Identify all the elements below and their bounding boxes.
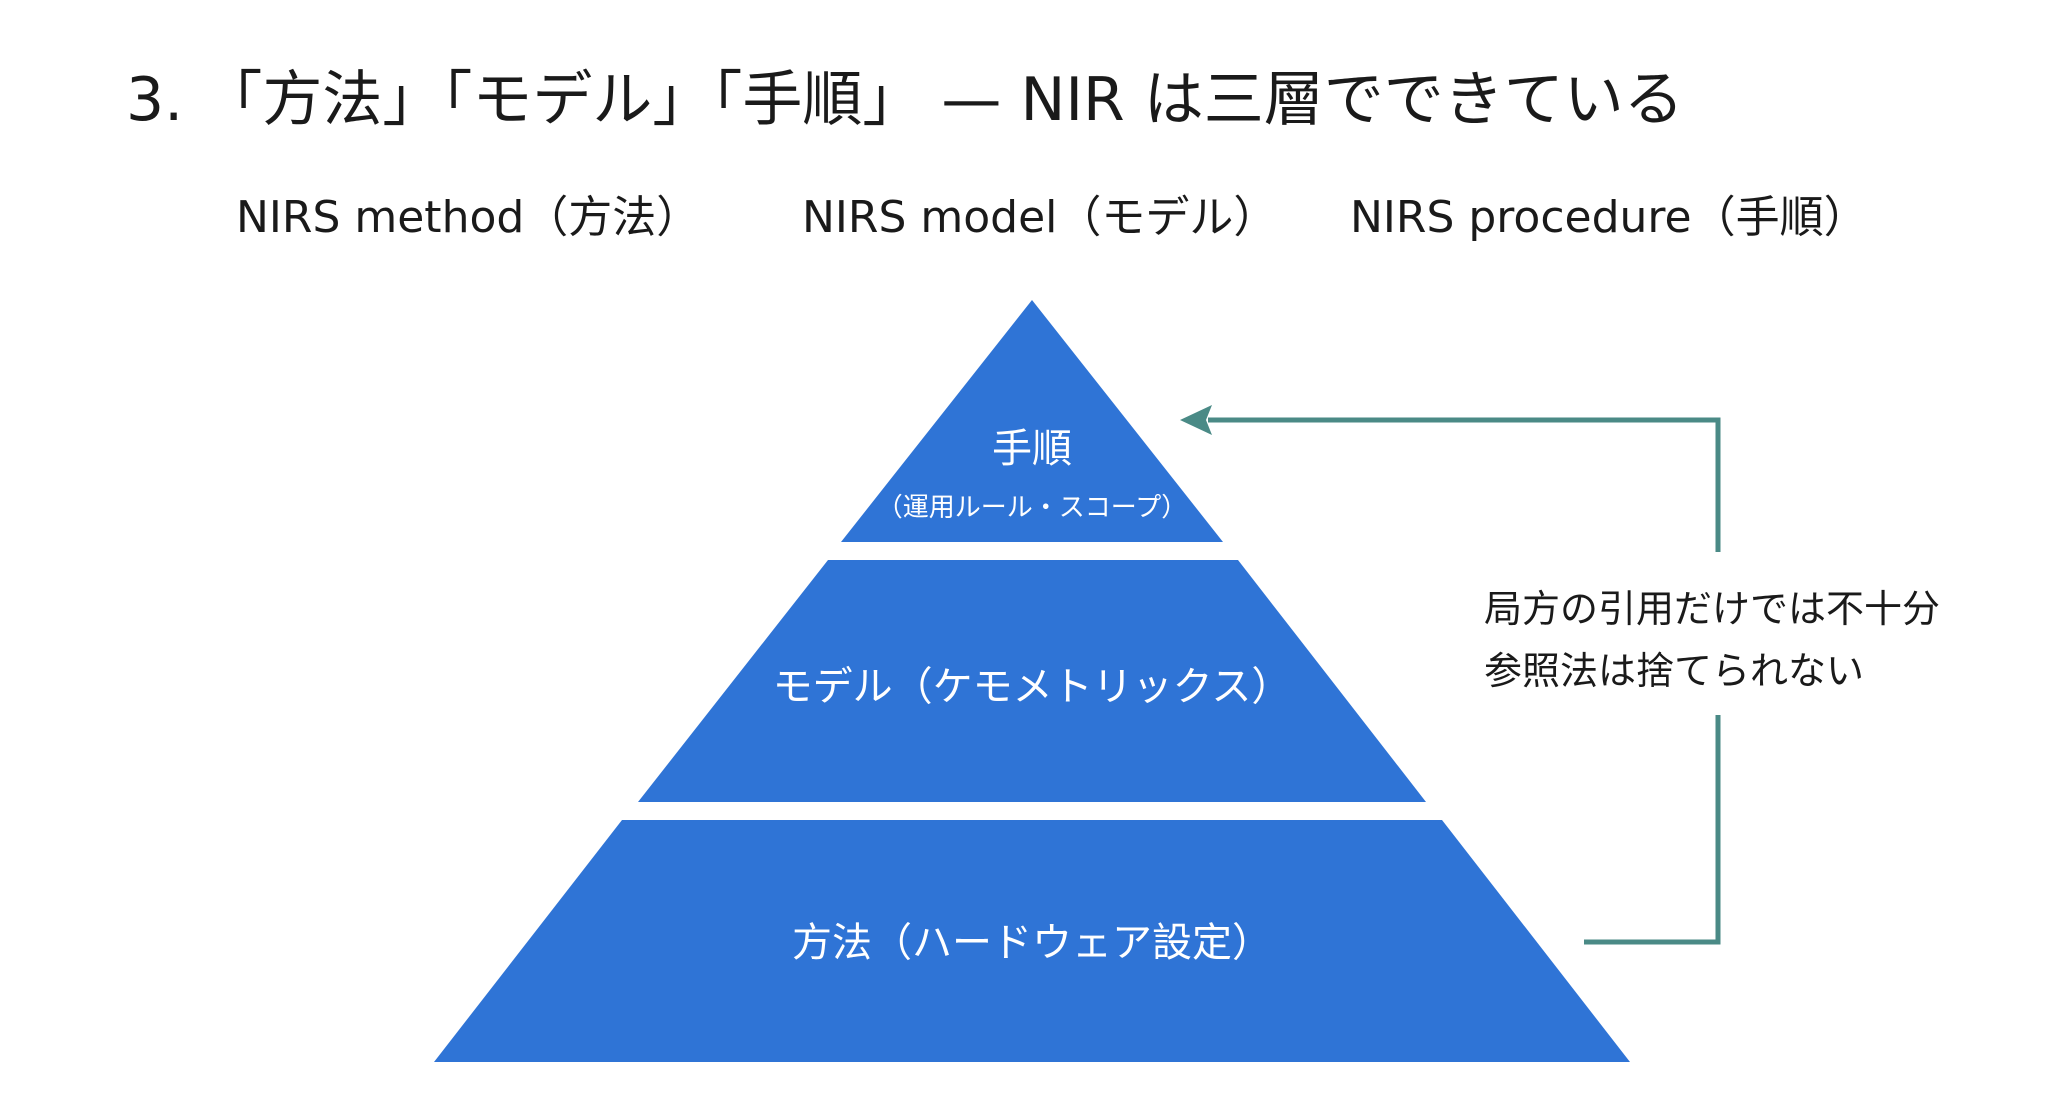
- pyramid-tier-procedure: [841, 300, 1223, 542]
- pyramid-tier-model: [638, 560, 1426, 802]
- column-header-model: NIRS model（モデル）: [802, 192, 1278, 243]
- column-header-procedure: NIRS procedure（手順）: [1350, 192, 1868, 243]
- feedback-note-line-1: 局方の引用だけでは不十分: [1484, 587, 1941, 631]
- slide-title: 3. 「方法」「モデル」「手順」 — NIR は三層でできている: [126, 65, 1684, 135]
- column-header-method: NIRS method（方法）: [236, 192, 701, 243]
- feedback-arrow-head-icon: [1180, 405, 1212, 435]
- tier-sublabel-procedure: （運用ルール・スコープ）: [877, 493, 1187, 523]
- tier-label-procedure: 手順: [992, 426, 1072, 472]
- feedback-arrow-line-upper: [1208, 417, 1721, 552]
- feedback-note: 局方の引用だけでは不十分 参照法は捨てられない: [1484, 578, 2004, 702]
- feedback-arrow-line-lower: [1584, 715, 1721, 945]
- tier-label-method: 方法（ハードウェア設定）: [792, 920, 1272, 966]
- feedback-note-line-2: 参照法は捨てられない: [1484, 649, 1865, 693]
- tier-label-model: モデル（ケモメトリックス）: [773, 664, 1292, 710]
- pyramid-tier-method: [434, 820, 1630, 1062]
